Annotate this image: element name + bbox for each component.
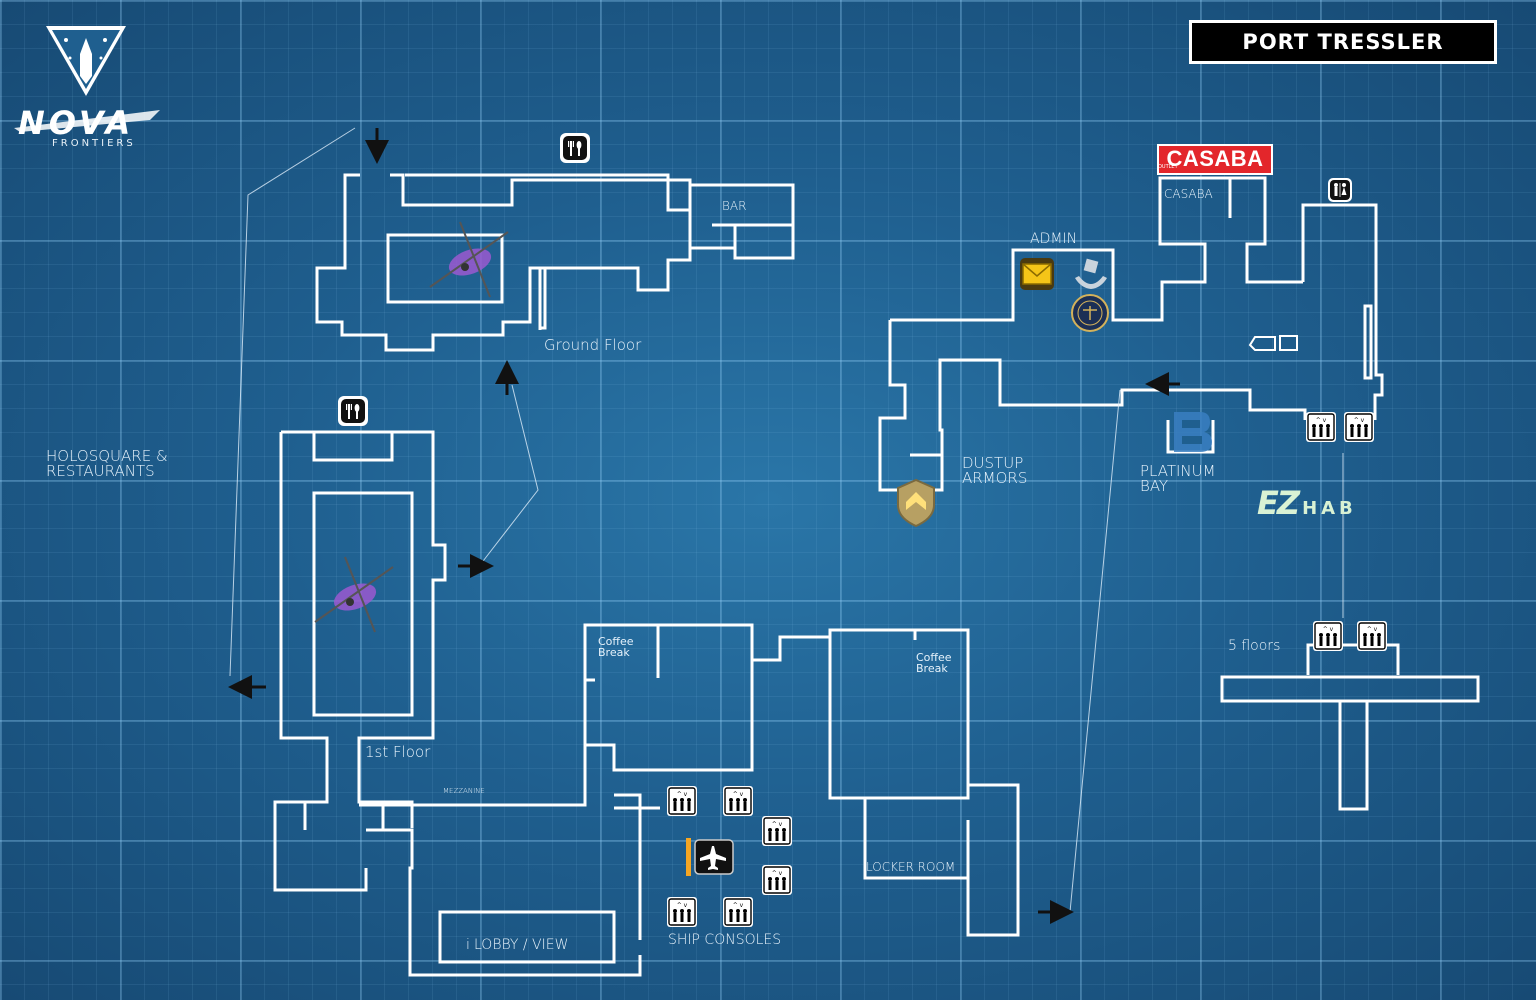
platinum-bay-label-line1: PLATINUM (1140, 462, 1216, 480)
map-title: PORT TRESSLER (1189, 20, 1497, 64)
coffee-break-1-line2: Break (598, 646, 630, 659)
central-concourse-plan (359, 623, 1020, 977)
coffee-break-2-line1: Coffee (916, 651, 952, 664)
ship-services-icon (686, 838, 734, 876)
law-seal-icon (1071, 294, 1109, 332)
platinum-bay-label-line2: BAY (1140, 477, 1168, 495)
five-floors-label: 5 floors (1228, 638, 1280, 654)
armor-shield-icon (897, 478, 935, 528)
ezhab-tower-plan (1220, 643, 1480, 811)
ezhab-hab: HAB (1302, 498, 1357, 519)
coffee-break-1-line1: Coffee (598, 635, 634, 648)
dotted-divider (638, 844, 642, 866)
locker-room-label: LOCKER ROOM (866, 860, 955, 874)
restaurant-icon (560, 133, 590, 163)
admin-label: ADMIN (1030, 231, 1077, 247)
holo-ship-icon (314, 556, 394, 633)
lobby-label: LOBBY / VIEW (474, 937, 568, 953)
trade-authority-icon (1075, 258, 1107, 289)
casaba-logo: CASABA (1157, 144, 1273, 175)
ship-consoles-label: SHIP CONSOLES (668, 932, 781, 948)
holosquare-label-line1: HOLOSQUARE & (46, 447, 168, 465)
nova-logo-icon (14, 26, 160, 132)
casaba-outlet-text: OUTLET (1158, 164, 1178, 170)
ezhab-ez: EZ (1257, 484, 1300, 522)
casaba-room-label: CASABA (1164, 187, 1213, 201)
mail-icon (1020, 258, 1054, 290)
first-floor-plan (273, 430, 447, 892)
first-floor-label: 1st Floor (365, 743, 431, 761)
svg-text:i: i (466, 937, 470, 953)
restroom-icon (1328, 178, 1352, 202)
logo-subtitle: FRONTIERS (52, 138, 136, 149)
dustup-label-line2: ARMORS (962, 469, 1027, 487)
map-labels: Ground Floor 1st Floor HOLOSQUARE & REST… (46, 187, 1280, 953)
holo-ship-icon (429, 221, 509, 298)
restaurant-icon (338, 396, 368, 426)
connector-lines (229, 127, 1344, 913)
ground-floor-label: Ground Floor (544, 336, 642, 354)
dustup-label-line1: DUSTUP (962, 454, 1023, 472)
holosquare-label-line2: RESTAURANTS (46, 462, 155, 480)
ground-floor-plan (315, 173, 795, 352)
coffee-break-2-line2: Break (916, 662, 948, 675)
commerce-wing-plan (878, 176, 1384, 492)
direction-arrows (228, 128, 1180, 924)
mezzanine-label: MEZZANINE (443, 787, 485, 795)
logo-name: NOVA (18, 104, 135, 142)
bar-label: BAR (722, 199, 746, 213)
platinum-bay-logo-icon (1174, 412, 1212, 452)
